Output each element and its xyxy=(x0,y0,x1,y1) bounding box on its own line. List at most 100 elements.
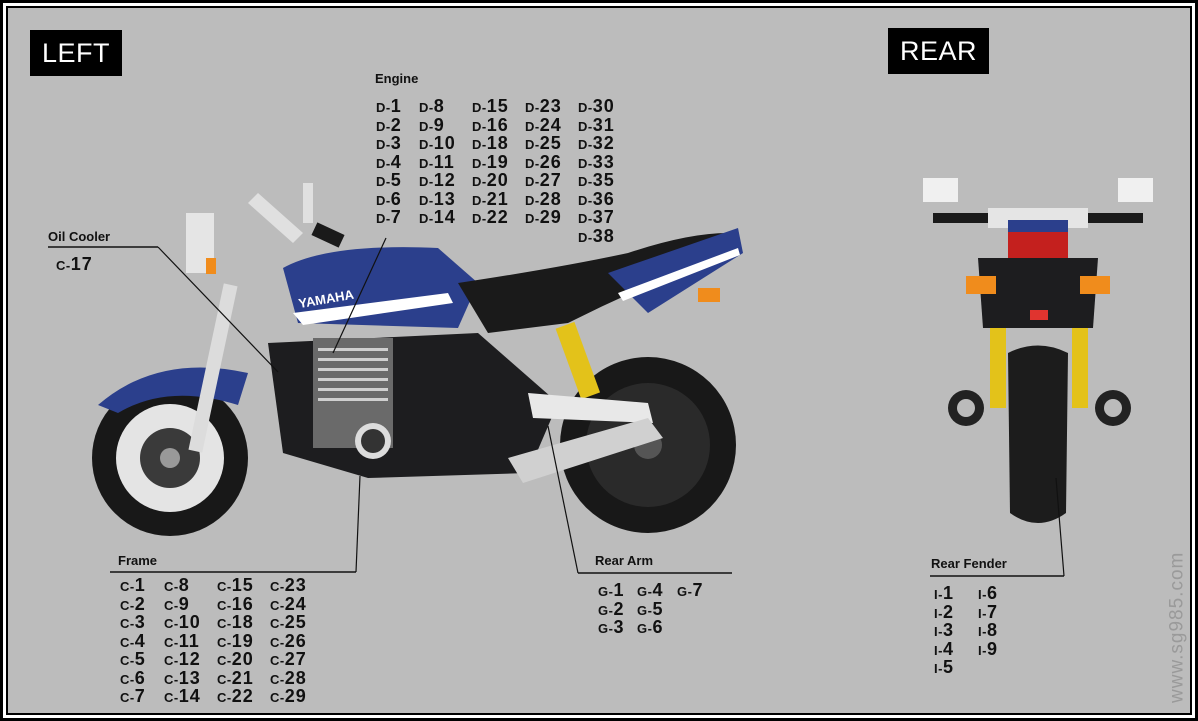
frame-code: C-18 xyxy=(217,612,254,632)
rear-arm-code: G-6 xyxy=(637,617,664,637)
frame-group-title: Frame xyxy=(118,553,158,568)
frame-code: C-26 xyxy=(270,630,307,651)
engine-code: D-21 xyxy=(472,188,509,209)
engine-code: D-28 xyxy=(525,188,562,209)
engine-code: D-11 xyxy=(419,151,455,172)
frame-code: C-19 xyxy=(217,630,254,651)
engine-code-empty xyxy=(472,227,525,246)
engine-code: D-10 xyxy=(419,133,456,153)
rear-fender-code: I-5 xyxy=(934,657,954,677)
frame-code: C-28 xyxy=(270,667,307,688)
frame-code: C-12 xyxy=(164,649,201,669)
engine-code: D-12 xyxy=(419,170,456,190)
rear-arm-code: G-4 xyxy=(637,580,664,600)
engine-code: D-19 xyxy=(472,151,509,172)
frame-code: C-21 xyxy=(217,667,254,688)
engine-code: D-6 xyxy=(376,188,402,209)
frame-code: C-16 xyxy=(217,593,254,614)
frame-code: C-11 xyxy=(164,630,200,651)
rear-fender-code: I-2 xyxy=(934,601,954,622)
engine-code: D-31 xyxy=(578,114,615,135)
rear-fender-code: I-4 xyxy=(934,638,954,659)
rear-fender-code: I-7 xyxy=(978,601,998,622)
engine-code: D-16 xyxy=(472,114,509,135)
motorcycle-rear-view xyxy=(923,178,1153,523)
rear-fender-code: I-1 xyxy=(934,583,954,603)
oil-cooler-code: C-17 xyxy=(56,254,93,274)
frame-code: C-10 xyxy=(164,612,201,632)
engine-code: D-27 xyxy=(525,170,562,190)
rear-fender-code: I-6 xyxy=(978,583,998,603)
rear-arm-code: G-2 xyxy=(598,598,625,619)
engine-code: D-9 xyxy=(419,114,445,135)
frame-code: C-23 xyxy=(270,575,307,595)
rear-fender-group-title: Rear Fender xyxy=(931,556,1007,571)
engine-code: D-23 xyxy=(525,96,562,116)
rear-arm-group-title: Rear Arm xyxy=(595,553,654,568)
frame-code: C-4 xyxy=(120,630,146,651)
frame-code: C-5 xyxy=(120,649,146,669)
rear-arm-code: G-3 xyxy=(598,617,625,637)
motorcycle-left-view: YAMAHA xyxy=(92,183,743,536)
rear-arm-code-list: G-1 G-2 G-3 G-4 G-5 G-6 G-7 xyxy=(598,581,717,637)
engine-code: D-2 xyxy=(376,114,402,135)
engine-code-empty xyxy=(525,227,578,246)
frame-code: C-14 xyxy=(164,686,201,706)
engine-code: D-15 xyxy=(472,96,509,116)
engine-code: D-20 xyxy=(472,170,509,190)
engine-code: D-18 xyxy=(472,133,509,153)
frame-code: C-2 xyxy=(120,593,146,614)
rear-view-label: REAR xyxy=(888,28,990,74)
engine-code: D-7 xyxy=(376,207,402,227)
engine-code: D-26 xyxy=(525,151,562,172)
engine-code: D-30 xyxy=(578,96,615,116)
frame-code: C-6 xyxy=(120,667,146,688)
engine-group-title: Engine xyxy=(375,71,419,86)
frame-code: C-24 xyxy=(270,593,307,614)
engine-code: D-35 xyxy=(578,170,615,190)
frame-code: C-3 xyxy=(120,612,146,632)
frame-code: C-29 xyxy=(270,686,307,706)
left-view-label: LEFT xyxy=(30,30,123,76)
engine-code: D-33 xyxy=(578,151,615,172)
engine-code: D-14 xyxy=(419,207,456,227)
engine-code: D-24 xyxy=(525,114,562,135)
rear-fender-code: I-8 xyxy=(978,620,998,640)
oil-cooler-group-title: Oil Cooler xyxy=(48,229,111,244)
frame-code: C-27 xyxy=(270,649,307,669)
engine-code: D-36 xyxy=(578,188,615,209)
watermark: www.sg985.com xyxy=(1166,551,1187,703)
frame-code: C-13 xyxy=(164,667,201,688)
engine-code: D-38 xyxy=(578,225,615,246)
frame-code: C-8 xyxy=(164,575,190,595)
engine-code: D-22 xyxy=(472,207,509,227)
engine-code: D-32 xyxy=(578,133,615,153)
frame-code: C-25 xyxy=(270,612,307,632)
rear-arm-code: G-5 xyxy=(637,598,664,619)
engine-code: D-1 xyxy=(376,96,402,116)
engine-code: D-8 xyxy=(419,96,445,116)
frame-code: C-22 xyxy=(217,686,254,706)
engine-code-list: D-1 D-2 D-3 D-4 D-5 D-6 D-7 D-8 D-9 D-10… xyxy=(376,97,633,245)
engine-code: D-25 xyxy=(525,133,562,153)
engine-code: D-4 xyxy=(376,151,402,172)
rear-arm-code: G-7 xyxy=(677,580,704,600)
engine-code: D-13 xyxy=(419,188,456,209)
frame-code: C-9 xyxy=(164,593,190,614)
frame-code: C-1 xyxy=(120,575,146,595)
rear-arm-code: G-1 xyxy=(598,580,625,600)
frame-code: C-7 xyxy=(120,686,146,706)
engine-code: D-29 xyxy=(525,207,562,227)
rear-fender-code: I-9 xyxy=(978,638,998,659)
engine-code-empty xyxy=(419,227,472,246)
engine-code: D-3 xyxy=(376,133,402,153)
engine-code-empty xyxy=(376,227,419,246)
parts-map-canvas: YAMAHA LEFT REAR xyxy=(8,8,1190,713)
frame-code: C-20 xyxy=(217,649,254,669)
engine-code: D-37 xyxy=(578,207,615,227)
frame-code-list: C-1 C-2 C-3 C-4 C-5 C-6 C-7 C-8 C-9 C-10… xyxy=(120,576,325,706)
rear-fender-code-list: I-1 I-2 I-3 I-4 I-5 I-6 I-7 I-8 I-9 xyxy=(934,584,1018,677)
engine-code: D-5 xyxy=(376,170,402,190)
frame-code: C-15 xyxy=(217,575,254,595)
oil-cooler-code-list: C-17 xyxy=(56,255,93,276)
